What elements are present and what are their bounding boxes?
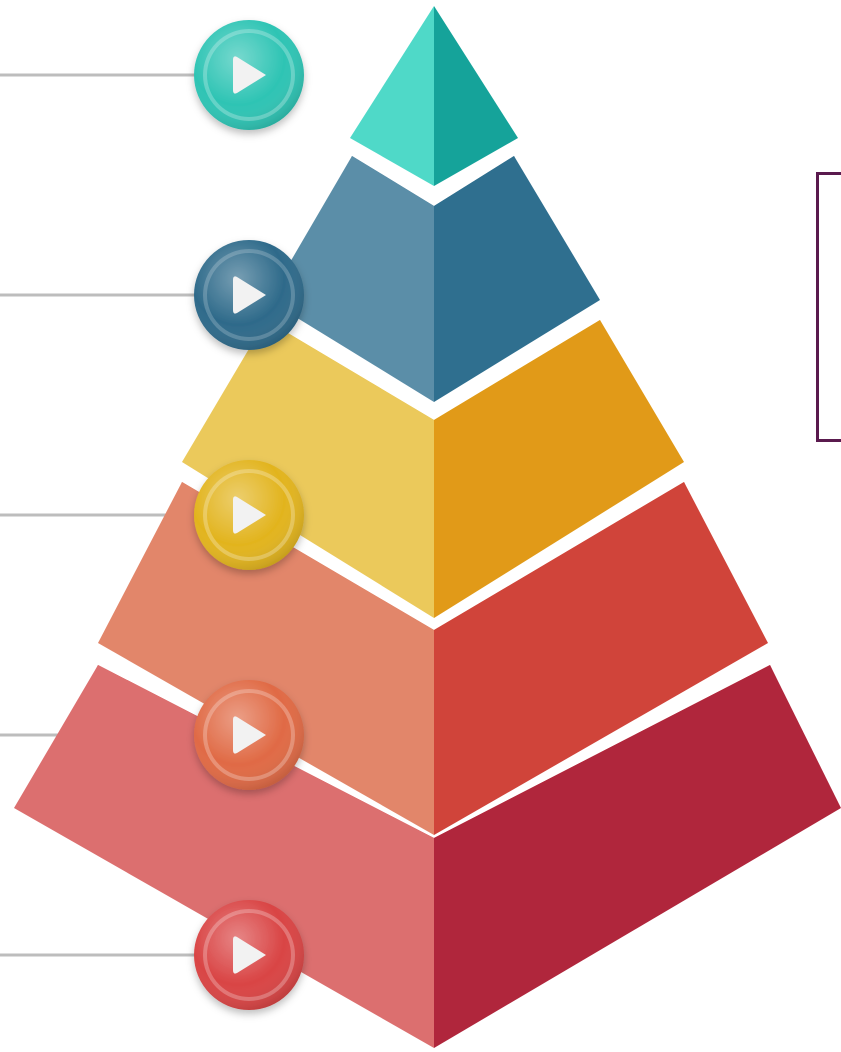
- tier-5-right-face: [434, 665, 841, 1048]
- play-icon: [233, 496, 266, 534]
- tier-2-left-face: [268, 156, 434, 402]
- play-button-1[interactable]: [194, 20, 304, 130]
- play-icon: [233, 716, 266, 754]
- play-button-5[interactable]: [194, 900, 304, 1010]
- pyramid-tier-2: [268, 156, 600, 402]
- play-icon: [233, 276, 266, 314]
- play-button-3[interactable]: [194, 460, 304, 570]
- pyramid-tier-1: [350, 6, 518, 186]
- tier-1-left-face: [350, 6, 434, 186]
- pyramid-tier-3: [182, 320, 684, 618]
- tier-3-left-face: [182, 320, 434, 618]
- tier-5-left-face: [14, 665, 434, 1048]
- pyramid-tier-5: [14, 665, 841, 1048]
- play-button-4[interactable]: [194, 680, 304, 790]
- tier-4-left-face: [98, 482, 434, 835]
- play-button-2[interactable]: [194, 240, 304, 350]
- play-icon: [233, 936, 266, 974]
- tier-1-right-face: [434, 6, 518, 186]
- tier-4-right-face: [434, 482, 768, 835]
- play-icon: [233, 56, 266, 94]
- callout-box: [816, 172, 841, 442]
- tier-3-right-face: [434, 320, 684, 618]
- tier-2-right-face: [434, 156, 600, 402]
- pyramid-tier-4: [98, 482, 768, 835]
